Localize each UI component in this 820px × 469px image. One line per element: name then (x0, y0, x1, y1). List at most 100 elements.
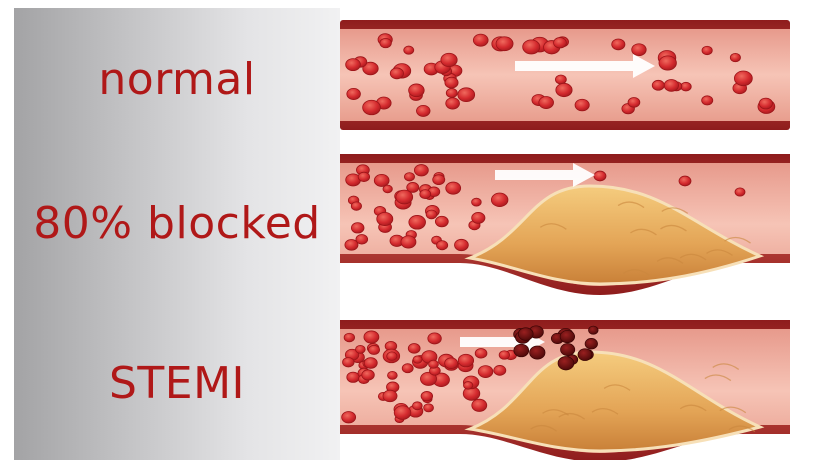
red-blood-cell-53 (355, 345, 365, 353)
red-blood-cell-30 (730, 53, 740, 61)
red-blood-cell-39 (458, 354, 473, 367)
red-blood-cell-33 (351, 202, 361, 210)
red-blood-cell-22 (664, 79, 678, 91)
artery-normal (340, 20, 790, 130)
red-blood-cell-8 (416, 105, 430, 116)
red-blood-cell-38 (414, 165, 428, 176)
red-blood-cell-35 (702, 96, 713, 105)
red-blood-cell-18 (478, 366, 493, 378)
red-blood-cell-20 (458, 88, 475, 102)
red-blood-cell-26 (346, 59, 361, 71)
red-blood-cell-51 (759, 98, 772, 109)
red-blood-cell-36 (435, 216, 448, 227)
red-blood-cell-17 (491, 193, 508, 207)
red-blood-cell-31 (396, 190, 413, 204)
red-blood-cell-16 (377, 212, 393, 225)
red-blood-cell-48 (362, 370, 375, 380)
red-blood-cell-42 (343, 357, 355, 366)
red-blood-cell-0 (594, 171, 606, 181)
red-blood-cell-30 (344, 333, 354, 342)
red-blood-cell-30 (383, 185, 392, 193)
red-blood-cell-25 (342, 411, 356, 422)
red-blood-cell-37 (554, 37, 567, 48)
red-blood-cell-46 (380, 38, 391, 47)
red-blood-cell-12 (446, 98, 460, 109)
red-blood-cell-29 (364, 331, 379, 343)
red-blood-cell-33 (388, 371, 398, 379)
red-blood-cell-43 (475, 349, 487, 359)
red-blood-cell-34 (420, 190, 431, 199)
red-blood-cell-25 (433, 175, 445, 185)
red-blood-cell-37 (364, 358, 377, 369)
red-blood-cell-49 (408, 343, 420, 353)
red-blood-cell-31 (409, 84, 425, 97)
red-blood-cell-38 (441, 53, 457, 66)
red-blood-cell-13 (445, 77, 458, 88)
red-blood-cell-23 (454, 239, 468, 250)
red-blood-cell-21 (494, 365, 506, 375)
red-blood-cell-11 (424, 404, 434, 412)
blood-clot-10 (588, 326, 598, 334)
red-blood-cell-43 (659, 56, 676, 70)
red-blood-cell-42 (347, 88, 361, 99)
blood-clot-9 (578, 349, 592, 361)
red-blood-cell-28 (539, 97, 554, 109)
red-blood-cell-20 (437, 241, 448, 250)
red-blood-cell-40 (402, 364, 413, 373)
red-blood-cell-28 (412, 402, 422, 410)
red-blood-cell-50 (387, 352, 397, 360)
red-blood-cell-2 (735, 188, 745, 196)
artery-80-percent-blocked (340, 154, 790, 295)
red-blood-cell-32 (472, 212, 485, 223)
red-blood-cell-44 (652, 80, 664, 90)
blood-clot-13 (530, 346, 545, 359)
label-panel: normal 80% blocked STEMI (14, 8, 340, 460)
red-blood-cell-38 (499, 351, 509, 360)
red-blood-cell-18 (472, 198, 482, 206)
red-blood-cell-45 (496, 37, 513, 51)
red-blood-cell-47 (473, 34, 488, 46)
red-blood-cell-0 (555, 75, 566, 84)
red-blood-cell-54 (445, 358, 458, 369)
label-stemi: STEMI (14, 358, 340, 409)
red-blood-cell-16 (421, 391, 433, 400)
red-blood-cell-41 (390, 68, 403, 79)
red-blood-cell-35 (426, 210, 437, 219)
blood-clot-1 (585, 338, 598, 349)
red-blood-cell-46 (472, 399, 487, 411)
blood-clot-7 (561, 344, 575, 356)
blood-clot-11 (558, 356, 574, 370)
red-blood-cell-52 (429, 360, 439, 368)
red-blood-cell-5 (363, 100, 381, 115)
red-blood-cell-10 (351, 223, 364, 233)
red-blood-cell-28 (401, 236, 416, 248)
blood-clot-5 (560, 330, 575, 342)
figure-frame: normal 80% blocked STEMI (14, 8, 806, 460)
red-blood-cell-32 (628, 97, 640, 107)
red-blood-cell-27 (404, 173, 414, 181)
red-blood-cell-19 (446, 88, 457, 97)
blood-clot-15 (518, 328, 533, 341)
red-blood-cell-1 (679, 176, 691, 186)
label-80-percent-blocked: 80% blocked (14, 198, 340, 249)
red-blood-cell-41 (394, 406, 411, 420)
artery-illustrations (340, 8, 806, 460)
red-blood-cell-4 (632, 44, 646, 56)
red-blood-cell-39 (404, 46, 414, 54)
red-blood-cell-48 (575, 99, 589, 111)
red-blood-cell-51 (368, 345, 379, 354)
red-blood-cell-27 (383, 390, 397, 402)
red-blood-cell-53 (734, 71, 752, 86)
red-blood-cell-17 (347, 372, 360, 382)
red-blood-cell-39 (358, 172, 369, 181)
red-blood-cell-52 (556, 83, 572, 96)
red-blood-cell-3 (446, 182, 461, 194)
red-blood-cell-47 (463, 382, 472, 390)
red-blood-cell-49 (523, 40, 540, 54)
red-blood-cell-40 (612, 39, 625, 50)
red-blood-cell-40 (409, 215, 426, 229)
red-blood-cell-33 (702, 46, 712, 54)
artery-illustration-panel (340, 8, 806, 460)
artery-stemi (340, 320, 790, 460)
label-normal: normal (14, 54, 340, 105)
